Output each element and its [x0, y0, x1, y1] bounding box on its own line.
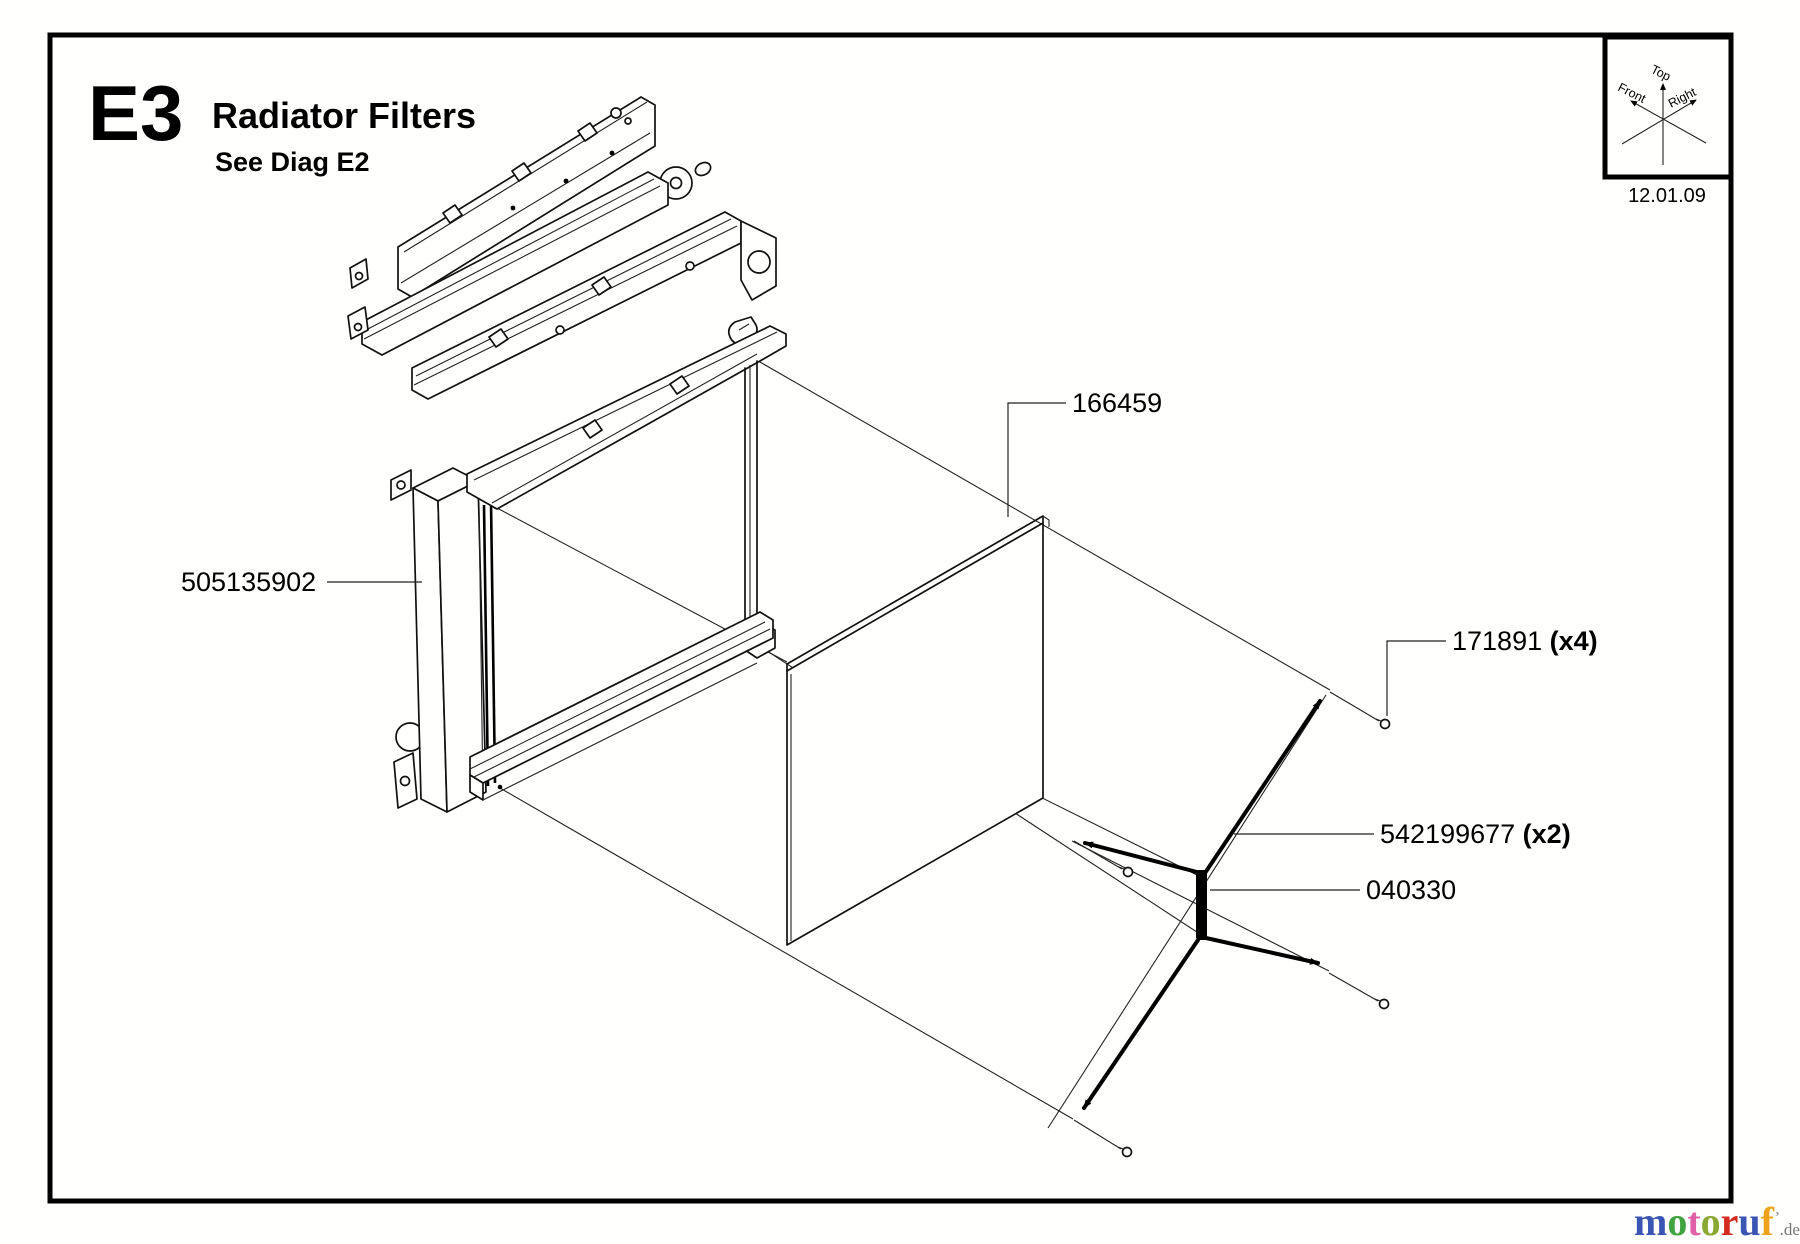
- hook-ring-lower-right: [1374, 998, 1390, 1010]
- part-label-040330: 040330: [1366, 875, 1456, 905]
- bungee-cord-upper-left: [1083, 841, 1199, 874]
- motoruf-logo-word: motoruf: [1634, 1199, 1774, 1244]
- diagram-code: E3: [88, 69, 183, 157]
- filter-panel-drawing: [786, 515, 1050, 946]
- page-title: Radiator Filters: [212, 95, 476, 136]
- bungee-cord-upper-right: [1203, 699, 1322, 875]
- strap-040330: [1196, 870, 1207, 940]
- orientation-axes-icon: [1621, 83, 1707, 165]
- motoruf-logo-suffix: .de: [1779, 1220, 1800, 1239]
- bungee-cord-lower-left: [1082, 938, 1200, 1110]
- hook-ring-upper-right: [1375, 718, 1391, 730]
- part-label-166459: 166459: [1072, 388, 1162, 418]
- revision-date: 12.01.09: [1628, 185, 1706, 207]
- orientation-box: Top Front Right: [1602, 34, 1734, 180]
- leader-166459: [1007, 402, 1066, 517]
- bungee-cord-lower-right: [1204, 936, 1320, 965]
- hook-ring-upper-left: [1118, 866, 1134, 878]
- title-block: E3 Radiator Filters See Diag E2: [88, 69, 476, 177]
- part-callouts: 166459 505135902 171891 (x4) 542199677 (…: [181, 388, 1598, 905]
- hook-ring-lower-left: [1117, 1146, 1133, 1158]
- leader-171891: [1386, 640, 1446, 716]
- page-subtitle: See Diag E2: [215, 147, 370, 177]
- radiator-frame-drawing: [390, 325, 787, 813]
- cord-assembly-drawing: [1047, 691, 1391, 1158]
- part-label-542199677: 542199677 (x2): [1380, 819, 1571, 849]
- part-label-505135902: 505135902: [181, 567, 316, 597]
- motoruf-logo-tick: ’: [1775, 1210, 1780, 1225]
- part-label-171891: 171891 (x4): [1452, 626, 1598, 656]
- mounting-bracket-drawing: [347, 96, 777, 400]
- motoruf-logo: motoruf’.de: [1634, 1198, 1800, 1244]
- page-border: [47, 32, 1734, 1204]
